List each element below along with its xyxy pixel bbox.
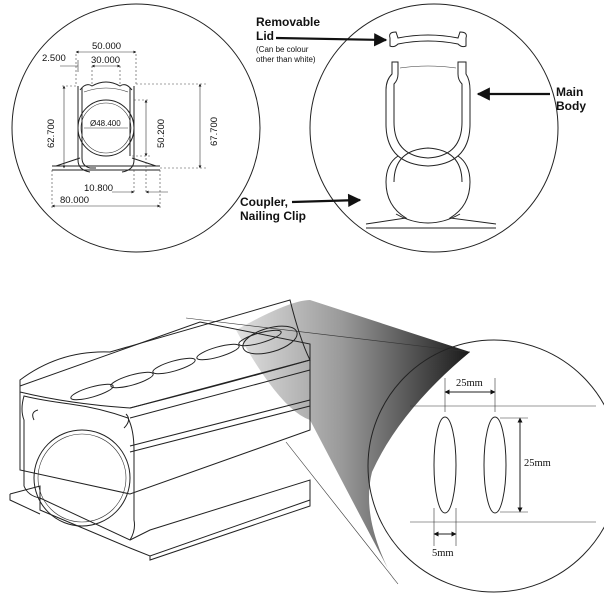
removable-lid-part (389, 31, 467, 48)
lid-label-line1: Removable (256, 15, 320, 29)
dim-diameter: Ø48.400 (90, 119, 121, 128)
coupler-callout: Coupler, Nailing Clip (240, 193, 362, 223)
lid-label-line2: Lid (256, 29, 274, 43)
dim-height-right: 67.700 (209, 117, 220, 146)
dim-slot-width: 5mm (432, 548, 454, 559)
dim-slot-length: 25mm (524, 458, 551, 469)
dim-wall: 2.500 (42, 53, 66, 64)
slot-6 (242, 325, 298, 355)
slot-1 (70, 383, 114, 401)
dim-height-inner: 50.200 (156, 119, 167, 148)
slot-2 (110, 371, 154, 389)
slot-detail-magnifier: 25mm 25mm 5mm (367, 339, 604, 593)
slot-4 (196, 343, 240, 361)
slot-3 (152, 357, 196, 375)
main-body-part (385, 61, 471, 167)
detail-slot-left (433, 416, 457, 514)
channel-isometric (9, 299, 311, 561)
components-circle-frame (309, 3, 559, 253)
dim-inner-width: 30.000 (91, 55, 120, 66)
lid-note-line1: (Can be colour (256, 45, 309, 54)
detail-circle-frame (367, 339, 604, 593)
lid-note-line2: other than white) (256, 55, 316, 64)
profile-dimensions: 50.000 30.000 2.500 62.700 Ø48.400 50.20… (42, 41, 220, 210)
lid-arrow (275, 33, 388, 47)
coupler-part (365, 147, 497, 229)
components-drawing: Removable Lid (Can be colour other than … (240, 3, 586, 253)
coupler-arrow (291, 193, 362, 207)
dim-offset: 10.800 (84, 183, 113, 194)
body-label-line2: Body (556, 99, 586, 113)
lid-callout: Removable Lid (Can be colour other than … (256, 15, 388, 64)
profile-dimension-drawing: 50.000 30.000 2.500 62.700 Ø48.400 50.20… (11, 3, 261, 253)
detail-slot-right (483, 416, 507, 514)
slot-5 (238, 329, 282, 347)
coupler-label-line2: Nailing Clip (240, 209, 306, 223)
channel-profile (52, 81, 160, 173)
coupler-label-line1: Coupler, (240, 195, 288, 209)
profile-circle-frame (11, 3, 261, 253)
dim-overall-width: 50.000 (92, 41, 121, 52)
channel-bore (33, 429, 131, 527)
body-label-line1: Main (556, 85, 583, 99)
body-callout: Main Body (476, 85, 586, 113)
isometric-drawing: 25mm 25mm 5mm (9, 299, 604, 593)
dim-slot-spacing: 25mm (456, 378, 483, 389)
dim-base-width: 80.000 (60, 195, 89, 206)
dim-height-left: 62.700 (46, 119, 57, 148)
